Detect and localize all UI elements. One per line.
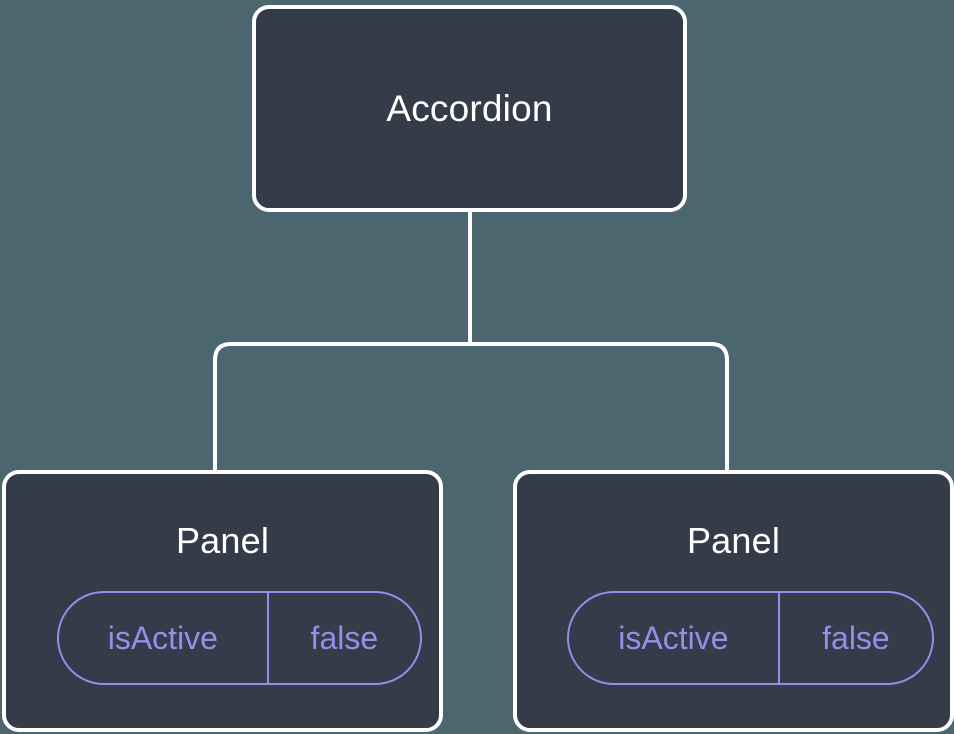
state-pill-panel-2-key: isActive — [569, 593, 780, 683]
state-pill-panel-1-value: false — [310, 620, 379, 656]
state-pill-panel-1[interactable]: isActive false — [57, 591, 422, 685]
state-pill-panel-2[interactable]: isActive false — [567, 591, 934, 685]
node-panel-1[interactable]: Panel isActive false — [2, 470, 443, 732]
connector-branch-left — [213, 342, 470, 472]
connector-branch-right — [470, 342, 729, 472]
node-accordion-label: Accordion — [386, 88, 553, 129]
node-panel-1-label: Panel — [175, 520, 270, 561]
state-pill-panel-1-key: isActive — [59, 593, 269, 683]
node-panel-2-label: Panel — [686, 520, 781, 561]
node-accordion[interactable]: Accordion — [252, 5, 687, 212]
node-panel-2[interactable]: Panel isActive false — [513, 470, 954, 732]
state-pill-panel-2-value: false — [822, 620, 890, 656]
